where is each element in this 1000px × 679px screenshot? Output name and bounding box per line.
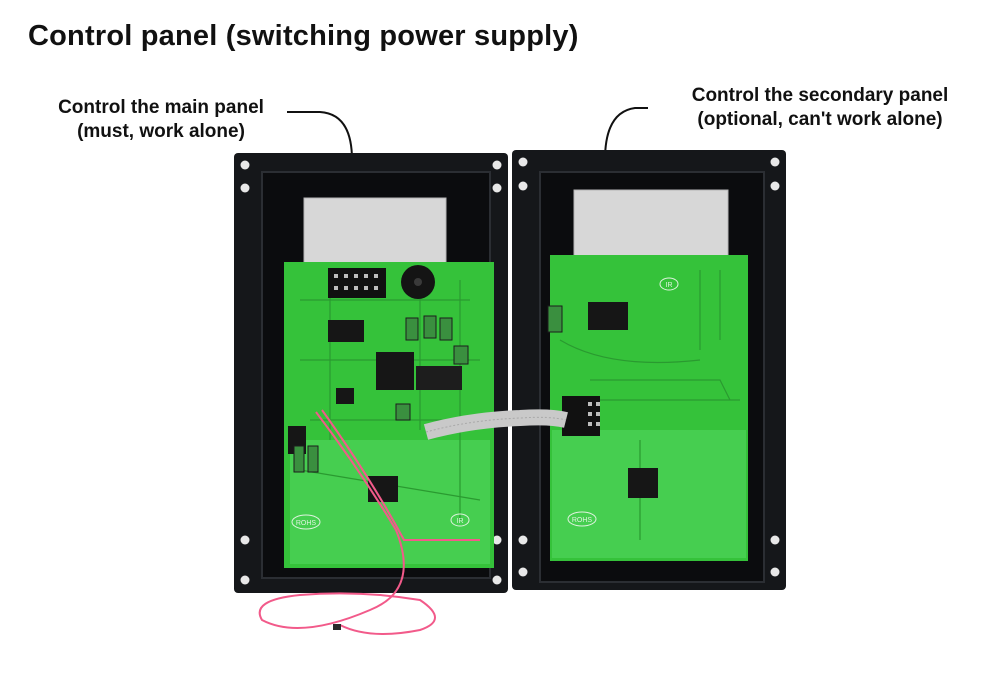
main-panel-key-ic <box>368 476 398 502</box>
main-panel-ir-mark: IR <box>450 513 470 527</box>
secondary-panel: ROHS IR <box>512 150 786 590</box>
secondary-panel-key-ic <box>628 468 658 498</box>
main-panel-display-window <box>303 197 447 273</box>
main-panel-header-connector <box>328 268 386 298</box>
main-panel-mounting-holes <box>240 160 502 585</box>
main-panel-label-line2: (must, work alone) <box>77 121 245 142</box>
secondary-panel-ir-text: IR <box>666 282 673 289</box>
main-panel-ir-text: IR <box>457 518 464 525</box>
secondary-panel-ir-mark: IR <box>659 277 679 291</box>
main-panel-label-line1: Control the main panel <box>58 97 264 118</box>
secondary-panel-label-line2: (optional, can't work alone) <box>697 109 943 130</box>
secondary-panel-ribbon-connector <box>562 396 600 436</box>
main-panel-rohs-text: ROHS <box>296 520 317 527</box>
pink-wire <box>258 409 480 635</box>
secondary-panel-label-line1: Control the secondary panel <box>691 85 949 106</box>
secondary-panel-rohs-mark: ROHS <box>567 511 597 527</box>
page-title: Control panel (switching power supply) <box>28 20 579 52</box>
secondary-panel-mounting-holes <box>518 157 780 577</box>
secondary-panel-callout: Control the secondary panel (optional, c… <box>650 84 990 132</box>
main-panel: ROHS IR <box>234 153 508 593</box>
secondary-panel-rohs-text: ROHS <box>572 517 593 524</box>
main-panel-callout: Control the main panel (must, work alone… <box>22 96 300 144</box>
main-panel-rohs-mark: ROHS <box>291 514 321 530</box>
